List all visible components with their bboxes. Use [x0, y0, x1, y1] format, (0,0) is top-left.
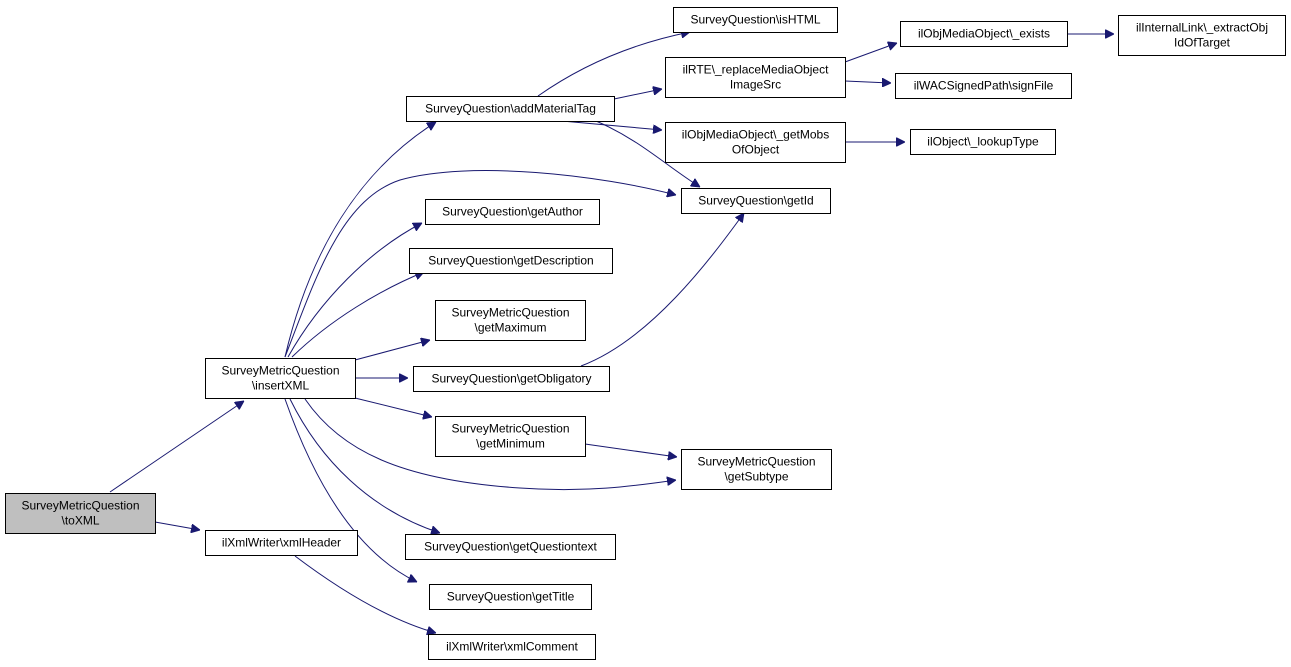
node-label: SurveyQuestion\getDescription	[428, 254, 593, 268]
node-box	[205, 530, 358, 556]
node-toXML[interactable]: SurveyMetricQuestion\toXML	[5, 493, 156, 534]
node-label: ilInternalLink\_extractObj	[1136, 21, 1268, 35]
node-lookupType[interactable]: ilObject\_lookupType	[910, 129, 1056, 155]
node-box	[406, 96, 615, 122]
node-signFile[interactable]: ilWACSignedPath\signFile	[895, 73, 1072, 99]
node-box	[900, 21, 1068, 47]
node-label: \getSubtype	[724, 470, 788, 484]
node-label: SurveyMetricQuestion	[697, 455, 815, 469]
edge-getObligatory-to-getId	[580, 213, 744, 367]
node-getMinimum[interactable]: SurveyMetricQuestion\getMinimum	[435, 416, 586, 457]
edge-addMaterialTag-to-getId	[595, 120, 700, 187]
node-label: ilObjMediaObject\_getMobs	[682, 128, 829, 142]
node-label: SurveyQuestion\getTitle	[447, 590, 575, 604]
node-label: SurveyMetricQuestion	[451, 306, 569, 320]
node-box	[205, 358, 356, 399]
node-box	[1118, 15, 1286, 56]
edge-insertXML-to-getQuestiontext	[289, 398, 440, 533]
edge-insertXML-to-addMaterialTag	[284, 122, 436, 358]
node-getObligatory[interactable]: SurveyQuestion\getObligatory	[413, 366, 610, 392]
node-label: SurveyQuestion\getObligatory	[431, 372, 591, 386]
edge-replaceMedia-to-signFile	[844, 81, 891, 83]
edge-xmlHeader-to-xmlComment	[294, 555, 436, 633]
node-label: ilXmlWriter\xmlComment	[446, 640, 578, 654]
node-label: ilObjMediaObject\_exists	[918, 27, 1050, 41]
node-box	[429, 584, 592, 610]
node-getTitle[interactable]: SurveyQuestion\getTitle	[429, 584, 592, 610]
node-label: SurveyQuestion\addMaterialTag	[425, 102, 596, 116]
node-box	[435, 300, 586, 341]
node-label: \getMaximum	[474, 321, 546, 335]
node-getId[interactable]: SurveyQuestion\getId	[681, 188, 831, 214]
node-box	[665, 57, 846, 98]
node-label: ilRTE\_replaceMediaObject	[683, 63, 830, 77]
node-box	[425, 199, 600, 225]
node-insertXML[interactable]: SurveyMetricQuestion\insertXML	[205, 358, 356, 399]
edge-insertXML-to-getId	[284, 170, 676, 358]
node-box	[910, 129, 1056, 155]
edge-insertXML-to-getDescription	[291, 272, 424, 358]
edge-toXML-to-insertXML	[109, 401, 244, 493]
node-box	[435, 416, 586, 457]
node-getQuestiontext[interactable]: SurveyQuestion\getQuestiontext	[405, 534, 616, 560]
node-label: SurveyQuestion\isHTML	[690, 13, 820, 27]
node-label: ImageSrc	[730, 78, 781, 92]
edge-toXML-to-xmlHeader	[154, 521, 200, 530]
node-label: SurveyMetricQuestion	[451, 422, 569, 436]
edge-insertXML-to-getMinimum	[354, 397, 432, 417]
edge-addMaterialTag-to-getMobs	[561, 120, 662, 130]
node-box	[665, 122, 846, 163]
node-box	[681, 188, 831, 214]
node-label: \insertXML	[252, 379, 310, 393]
edge-getMinimum-to-getSubtype	[584, 443, 677, 457]
node-box	[673, 7, 838, 33]
edge-insertXML-to-getTitle	[284, 398, 417, 582]
node-label: \toXML	[61, 514, 99, 528]
node-label: IdOfTarget	[1174, 36, 1231, 50]
edge-insertXML-to-getMaximum	[354, 340, 430, 361]
edge-addMaterialTag-to-isHTML	[537, 32, 690, 97]
edge-insertXML-to-getSubtype	[304, 398, 676, 491]
node-box	[5, 493, 156, 534]
node-box	[681, 449, 832, 490]
edge-replaceMedia-to-exists	[844, 43, 897, 63]
node-getSubtype[interactable]: SurveyMetricQuestion\getSubtype	[681, 449, 832, 490]
node-label: SurveyQuestion\getId	[698, 194, 813, 208]
node-box	[413, 366, 610, 392]
node-label: OfObject	[732, 143, 780, 157]
node-label: \getMinimum	[476, 437, 545, 451]
node-label: ilObject\_lookupType	[927, 135, 1039, 149]
node-exists[interactable]: ilObjMediaObject\_exists	[900, 21, 1068, 47]
node-xmlComment[interactable]: ilXmlWriter\xmlComment	[428, 634, 596, 660]
node-label: SurveyMetricQuestion	[21, 499, 139, 513]
node-box	[409, 248, 613, 274]
node-label: SurveyMetricQuestion	[221, 364, 339, 378]
node-getAuthor[interactable]: SurveyQuestion\getAuthor	[425, 199, 600, 225]
node-label: SurveyQuestion\getAuthor	[442, 205, 583, 219]
node-box	[405, 534, 616, 560]
node-addMaterialTag[interactable]: SurveyQuestion\addMaterialTag	[406, 96, 615, 122]
node-xmlHeader[interactable]: ilXmlWriter\xmlHeader	[205, 530, 358, 556]
edge-addMaterialTag-to-replaceMedia	[613, 89, 662, 100]
node-label: ilXmlWriter\xmlHeader	[222, 536, 341, 550]
node-label: ilWACSignedPath\signFile	[914, 79, 1054, 93]
edge-insertXML-to-getAuthor	[287, 223, 422, 358]
node-getDescription[interactable]: SurveyQuestion\getDescription	[409, 248, 613, 274]
node-label: SurveyQuestion\getQuestiontext	[424, 540, 597, 554]
node-box	[895, 73, 1072, 99]
node-isHTML[interactable]: SurveyQuestion\isHTML	[673, 7, 838, 33]
node-box	[428, 634, 596, 660]
node-getMaximum[interactable]: SurveyMetricQuestion\getMaximum	[435, 300, 586, 341]
